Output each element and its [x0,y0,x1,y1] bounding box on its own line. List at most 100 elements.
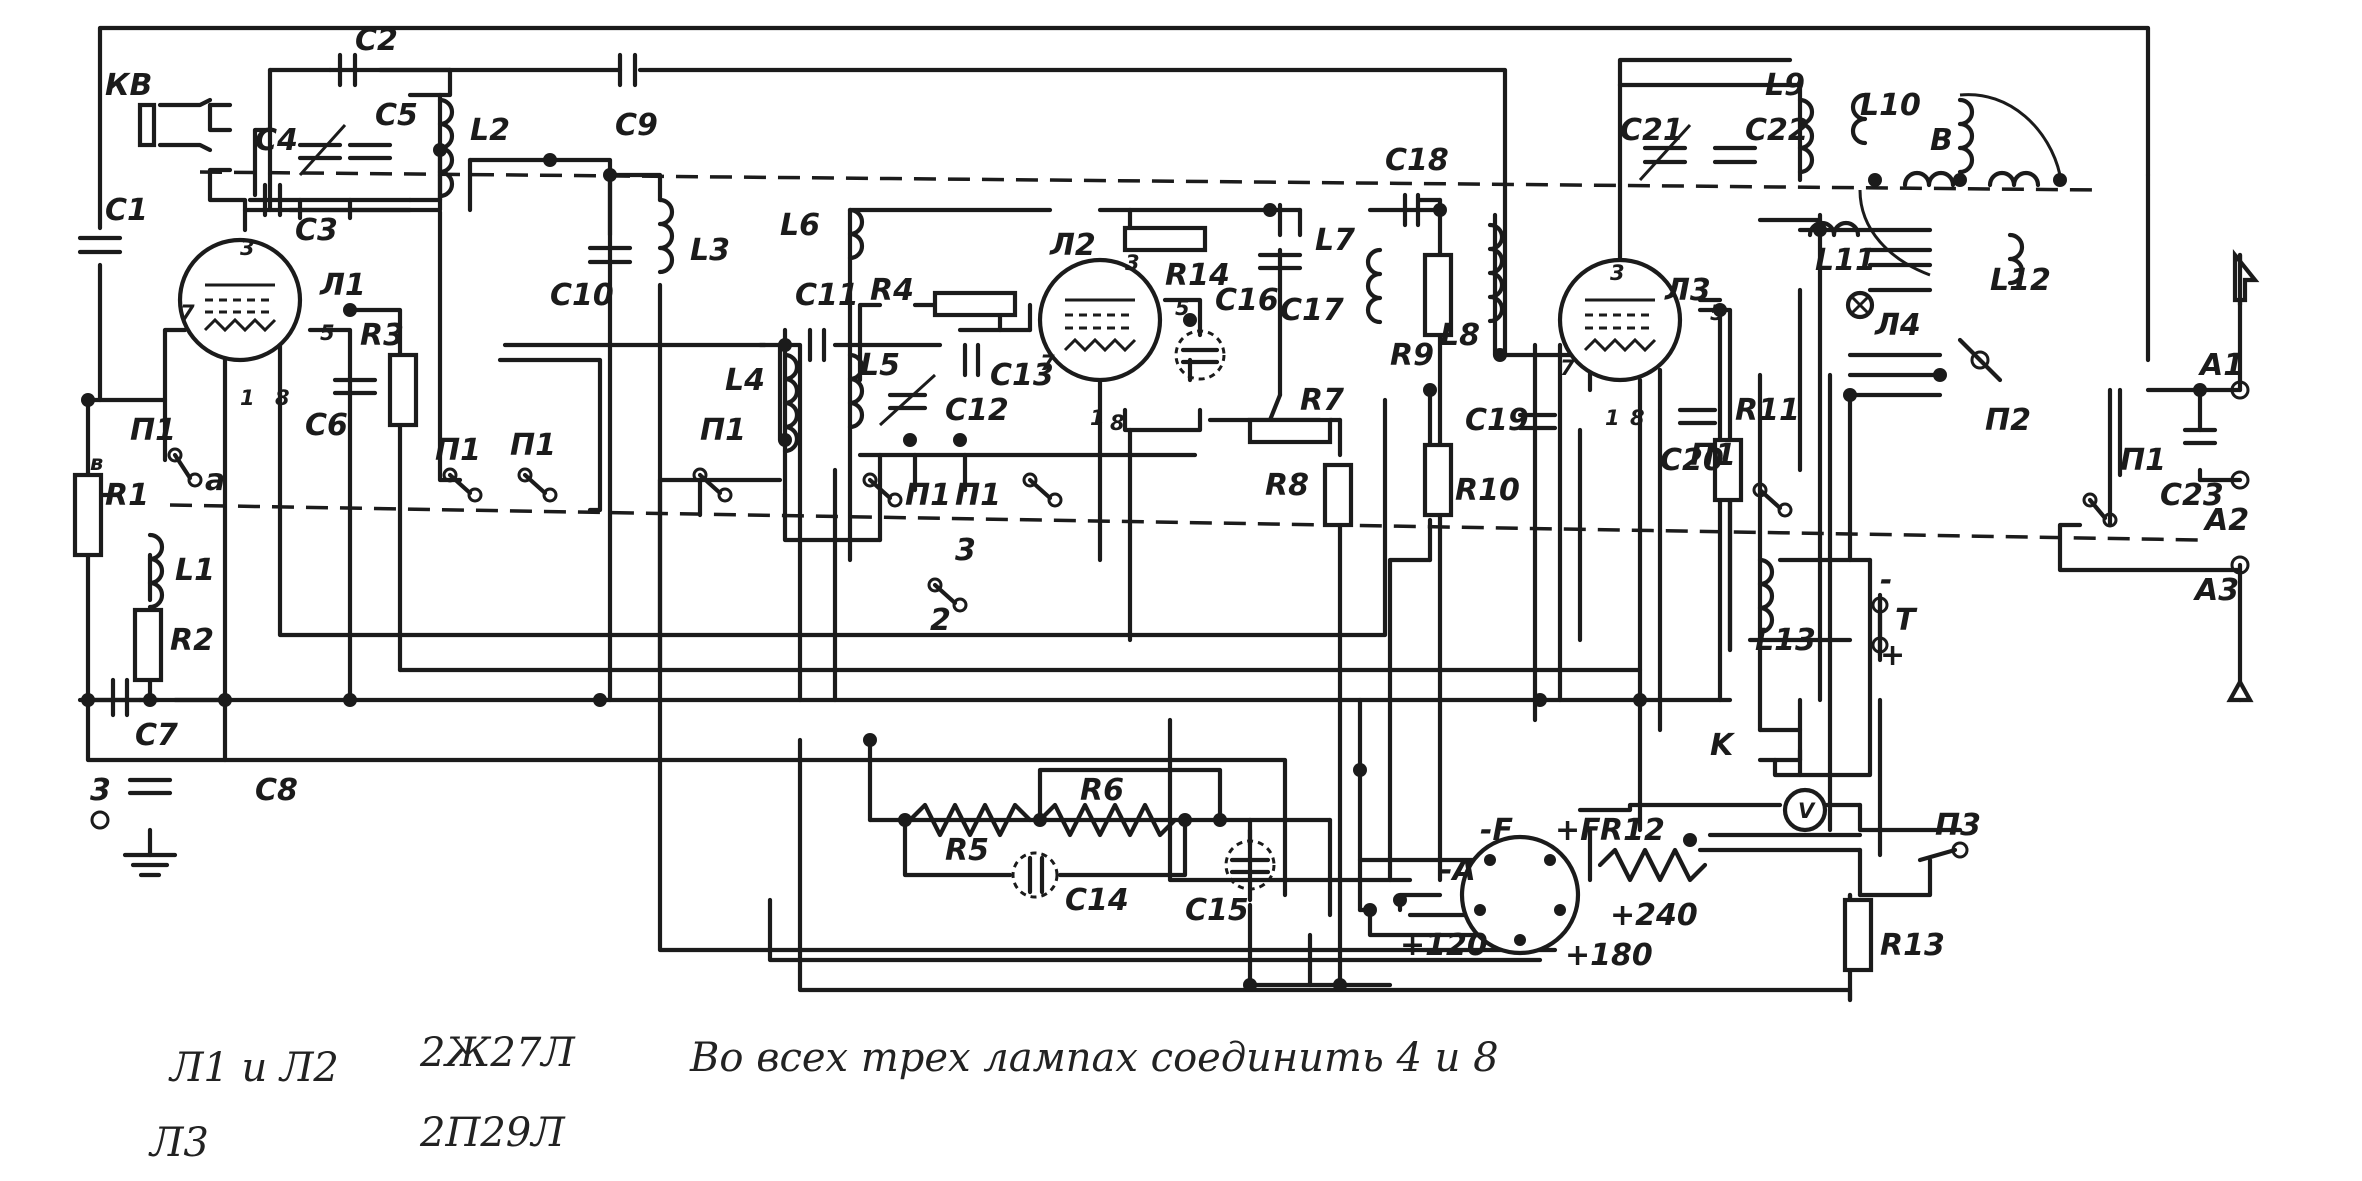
label-l11: L11 [1815,243,1876,278]
voltmeter [1782,787,1828,833]
resistor-r5 [907,802,1033,838]
label-l6: L6 [780,208,820,243]
label-sw1-e: П1 [905,478,951,513]
label-sw1-f: П1 [955,478,1001,513]
capacitor-c13 [962,342,981,378]
inductor-l5 [847,352,865,430]
label-c22: C22 [1745,113,1809,148]
label-l7: L7 [1315,223,1355,258]
note-lamp-l3: Л3 [150,1120,209,1166]
label-sw2: П2 [1985,403,2031,438]
label-plus: + [1880,638,1905,673]
label-c18: C18 [1385,143,1449,178]
capacitor-c21 [1638,123,1692,182]
resistor-r14 [1122,225,1208,253]
note-lamps-l1-l2: Л1 и Л2 [170,1045,339,1091]
label-f-plus: +F [1555,813,1601,848]
label-c11: C11 [795,278,859,313]
capacitor-c18 [1402,192,1421,228]
inductor-coupling-b [1957,97,1975,175]
label-c9: C9 [615,108,658,143]
capacitor-c17 [1257,252,1303,271]
capacitor-c16 [1174,329,1226,381]
label-r5: R5 [945,833,989,868]
resistor-r2 [132,607,164,683]
label-r10: R10 [1455,473,1520,508]
battery-t [1871,596,1889,654]
capacitor-c20 [1677,407,1718,426]
label-r11: R11 [1735,393,1800,428]
label-c5: C5 [375,98,418,133]
label-r7: R7 [1300,383,1344,418]
capacitor-c9 [617,52,638,88]
label-l3-pin5: 5 [1710,301,1725,325]
resistor-r7 [1247,417,1333,445]
tube-l1 [177,237,303,363]
label-lamp3: Л3 [1664,273,1711,308]
tube-l3 [1557,257,1683,383]
label-c16: C16 [1215,283,1279,318]
capacitors [77,52,2218,899]
label-l1-pin8: 8 [275,386,290,410]
label-b: B [1930,123,1953,158]
tube-l2 [1037,257,1163,383]
label-pin-b: в [90,451,103,475]
label-ground-terminal: 3 [90,773,111,808]
capacitor-c7 [110,677,130,718]
inductor-l6 [847,207,865,261]
label-sw1-h: П1 [2120,443,2166,478]
label-c13: C13 [990,358,1054,393]
note-instruction: Во всех трех лампах соединить 4 и 8 [690,1035,1499,1081]
label-a3: A3 [2193,573,2239,608]
label-c12: C12 [945,393,1009,428]
label-f-minus: -F [1480,813,1513,848]
label-sw1-g: П1 [1690,438,1736,473]
resistor-r12 [1597,847,1708,883]
ground-symbol [122,827,178,878]
resistor-r1 [72,472,104,558]
label-l1-pin3: 3 [240,236,255,260]
label-l9: L9 [1765,68,1805,103]
label-r14: R14 [1165,258,1230,293]
label-lamp1: Л1 [319,268,366,303]
label-l3-pin7: 7 [1560,356,1575,380]
label-c7: C7 [135,718,178,753]
label-l1-pin5: 5 [320,321,335,345]
label-l2-pin1: 1 [1090,406,1105,430]
label-kv: КВ [105,68,152,103]
note-tube-type-1: 2Ж27Л [420,1030,575,1076]
inductor-l9 [1797,97,1815,175]
label-pos2: 2 [930,603,951,638]
label-c15: C15 [1185,893,1249,928]
resistor-r13 [1842,897,1874,973]
resistor-r10 [1422,442,1454,518]
label-t: T [1895,603,1918,638]
label-c21: C21 [1620,113,1684,148]
label-l1-pin7: 7 [180,301,195,325]
capacitor-c1 [77,235,123,255]
label-l2-pin3: 3 [1125,251,1140,275]
label-c19: C19 [1465,403,1529,438]
label-pin-a: a [205,463,225,498]
label-a1: A1 [2198,348,2244,383]
label-a-minus: -A [1440,853,1476,888]
inductor-l10 [1850,92,1868,146]
label-a2: A2 [2203,503,2249,538]
label-lamp4: Л4 [1874,308,1921,343]
pilot-lamp-l4 [1845,290,1875,320]
label-sw1-b: П1 [435,433,481,468]
label-l10: L10 [1860,88,1921,123]
capacitor-c10 [587,245,633,265]
inductors [147,92,2062,635]
label-v: V [1798,799,1816,823]
label-l2-pin5: 5 [1175,296,1190,320]
label-sw3: П3 [1935,808,1981,843]
label-c3: C3 [295,213,338,248]
inductor-l10b [1902,170,1956,188]
label-l3-pin3: 3 [1610,261,1625,285]
label-c6: C6 [305,408,348,443]
label-l8: L8 [1440,318,1480,353]
resistor-r4 [932,290,1018,318]
label-k: K [1710,728,1736,763]
